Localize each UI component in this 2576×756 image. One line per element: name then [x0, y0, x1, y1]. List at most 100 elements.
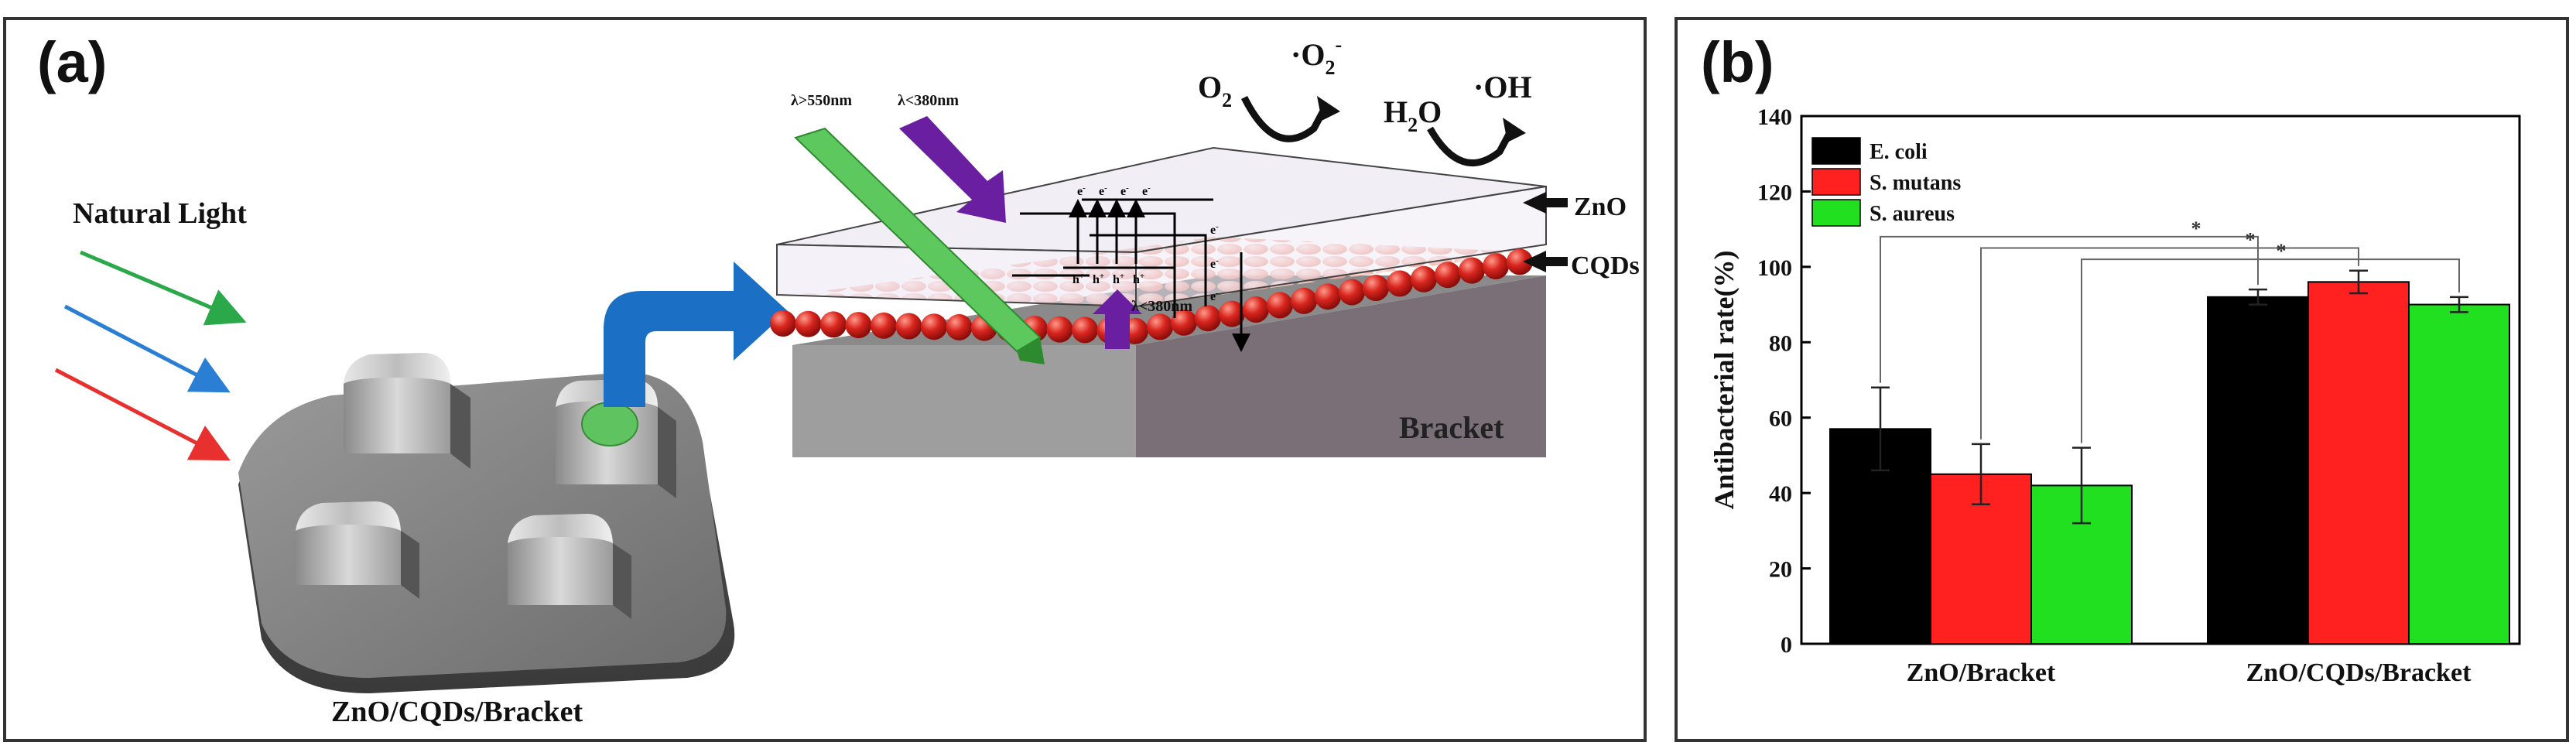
y-tick-label: 80: [1769, 330, 1792, 356]
natural-light-label: Natural Light: [73, 197, 247, 230]
o2-reaction-arrow: [1240, 95, 1329, 142]
cqd-sphere: [1459, 257, 1485, 284]
lambda-green-label: λ>550nm: [791, 92, 852, 109]
bracket-wing-bottom-left: [296, 501, 419, 599]
panel-a: (a): [3, 17, 1647, 742]
cqd-sphere: [1147, 313, 1173, 340]
cqd-sphere: [795, 310, 822, 337]
significance-star: *: [2246, 229, 2256, 251]
legend-swatch: [1811, 137, 1861, 165]
electron-3: e-: [1120, 183, 1129, 198]
electron-1: e-: [1077, 183, 1086, 198]
y-tick-label: 40: [1769, 481, 1792, 507]
bracket-wing-top-left: [344, 353, 470, 469]
bar-chart: 0 20 40 60 80 100 120 140 * * * ZnO/Bracket ZnO/CQ…: [1709, 104, 2521, 687]
cqd-sphere: [1171, 309, 1197, 336]
cqd-sphere: [1046, 316, 1073, 343]
hydroxyl-label: ·OH: [1473, 70, 1532, 104]
water-label: H2O: [1384, 94, 1442, 136]
h2o-arrowhead: [1503, 118, 1526, 142]
superoxide-label: ·O2-: [1291, 33, 1342, 79]
cqd-sphere: [895, 313, 922, 340]
cqd-sphere: [946, 313, 973, 340]
cqd-sphere: [1411, 265, 1437, 292]
bar-s-aureus-2: [2408, 303, 2510, 645]
y-tick-label: 20: [1769, 557, 1792, 583]
bar-s-mutans-2: [2307, 281, 2410, 645]
cqd-sphere: [1435, 262, 1461, 289]
error-bars: [1871, 269, 2468, 525]
x-category-label: ZnO/Bracket: [1907, 659, 2056, 687]
legend-label: E. coli: [1870, 140, 1928, 164]
significance-star: *: [2277, 240, 2287, 262]
hole-1: h+: [1072, 272, 1084, 286]
y-tick-label: 140: [1757, 104, 1792, 130]
cqd-sphere: [1243, 296, 1269, 323]
legend-swatch: [1811, 199, 1861, 227]
legend-label: S. mutans: [1870, 171, 1961, 195]
electron-6: e-: [1210, 256, 1219, 271]
y-tick-label: 0: [1781, 632, 1792, 658]
significance-star: *: [2191, 217, 2201, 240]
hole-3: h+: [1113, 272, 1124, 286]
x-axis-categories: ZnO/Bracket ZnO/CQDs/Bracket: [1907, 659, 2472, 687]
bracket-label: Bracket: [1399, 410, 1504, 445]
x-category-label: ZnO/CQDs/Bracket: [2246, 659, 2472, 687]
y-axis: 0 20 40 60 80 100 120 140: [1757, 104, 1811, 658]
cqd-sphere: [1315, 283, 1341, 310]
purple-arrow-small: [1093, 289, 1142, 349]
electron-5: e-: [1210, 222, 1219, 237]
electron-4: e-: [1142, 183, 1151, 198]
cqds-pointer: [1523, 251, 1568, 272]
y-axis-label: Antibacterial rate(%): [1709, 251, 1740, 510]
zoom-arrow: [604, 262, 788, 407]
red-light-arrow: [54, 368, 231, 461]
cqd-sphere: [820, 311, 847, 338]
legend-swatch: [1811, 168, 1861, 196]
cqd-sphere: [845, 312, 872, 339]
o2-arrowhead: [1317, 96, 1340, 121]
cqd-sphere-row: [770, 248, 1533, 344]
blue-light-arrow: [63, 304, 231, 393]
lambda-purple-small-label: λ<380nm: [1131, 298, 1192, 315]
zno-label: ZnO: [1574, 193, 1627, 221]
cqd-sphere: [770, 310, 796, 337]
bars: [1829, 281, 2510, 645]
significance-bracket: [1880, 235, 2259, 383]
electron-7: e-: [1210, 289, 1219, 303]
significance-bracket: [2081, 258, 2460, 443]
zno-pointer: [1523, 192, 1568, 214]
cqd-sphere: [1483, 253, 1509, 279]
schematic-diagram: Natural Light: [54, 33, 1640, 728]
hole-2: h+: [1093, 272, 1104, 286]
significance-bracket: [1980, 247, 2359, 440]
cqd-sphere: [1219, 300, 1245, 327]
cqd-sphere: [1291, 287, 1317, 314]
band-diagram: [1012, 198, 1250, 352]
y-tick-label: 60: [1769, 406, 1792, 432]
bracket-wing-bottom-right: [508, 514, 631, 619]
oxygen-label: O2: [1198, 70, 1232, 111]
y-tick-label: 120: [1757, 180, 1792, 205]
cqd-sphere: [1507, 248, 1533, 275]
cqd-sphere: [871, 312, 897, 339]
cqd-sphere: [1339, 279, 1365, 306]
hole-4: h+: [1133, 272, 1144, 286]
cqd-sphere: [1195, 305, 1221, 332]
lambda-purple-label: λ<380nm: [898, 92, 959, 109]
h2o-reaction-arrow: [1427, 126, 1515, 166]
plot-frame: [1800, 115, 2521, 645]
coated-spot: [581, 402, 638, 446]
purple-beam: [899, 116, 1006, 223]
cqd-sphere: [1363, 275, 1389, 301]
cqd-sphere: [1072, 316, 1098, 344]
green-light-arrow: [80, 250, 247, 326]
cqd-sphere: [1387, 270, 1413, 297]
significance-brackets: * * *: [1880, 217, 2460, 443]
device-label: ZnO/CQDs/Bracket: [331, 696, 583, 728]
bar-e-coli-2: [2207, 296, 2309, 645]
cqd-sphere: [1267, 292, 1293, 319]
y-tick-label: 100: [1757, 255, 1792, 281]
